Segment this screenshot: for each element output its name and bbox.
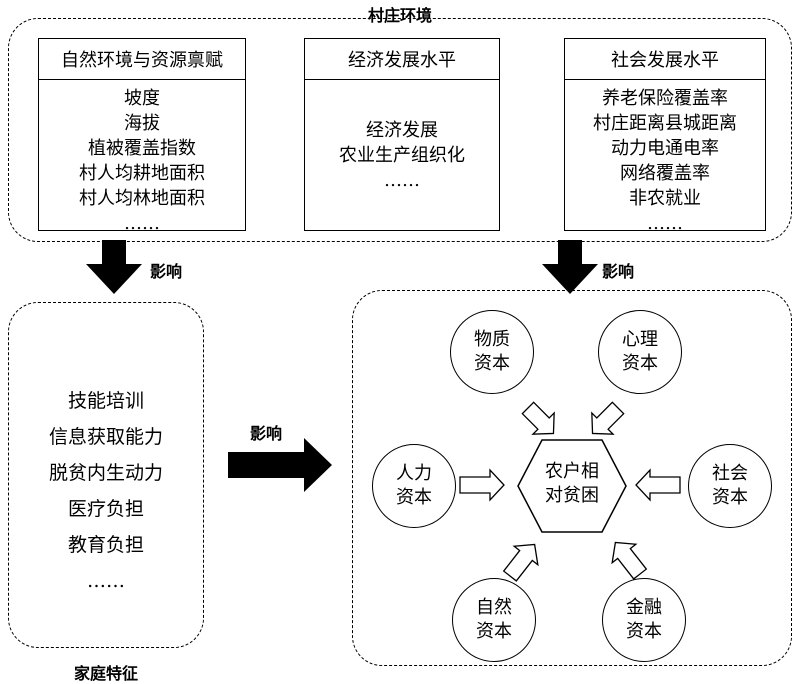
node-label-line: 资本	[476, 621, 512, 642]
natural-item: 村人均耕地面积	[79, 163, 205, 184]
social-item: 网络覆盖率	[620, 163, 710, 184]
hollow-arrows	[459, 401, 681, 582]
social-item: 养老保险覆盖率	[602, 88, 728, 109]
node-label-line: 资本	[712, 487, 748, 508]
economic-development-box: 经济发展水平 经济发展 农业生产组织化 ……	[304, 38, 500, 231]
node-label-line: 资本	[396, 487, 432, 508]
social-development-box: 社会发展水平 养老保险覆盖率 村庄距离县城距离 动力电通电率 网络覆盖率 非农就…	[564, 38, 766, 234]
hollow-arrow-social-icon	[635, 468, 681, 502]
economic-development-title: 经济发展水平	[305, 39, 499, 80]
hollow-arrow-financial-icon	[611, 541, 648, 580]
economic-item: ……	[384, 170, 420, 191]
social-item: ……	[647, 213, 683, 234]
center-label: 农户相 对贫困	[516, 460, 628, 508]
economic-item: 农业生产组织化	[339, 145, 465, 166]
node-label-line: 资本	[622, 353, 658, 374]
natural-environment-title: 自然环境与资源禀赋	[39, 39, 245, 80]
social-development-title: 社会发展水平	[565, 39, 765, 80]
natural-item: 植被覆盖指数	[88, 138, 196, 159]
down-arrow-right-icon	[542, 240, 598, 294]
material-capital-node: 物质资本	[450, 310, 534, 394]
village-environment-container	[8, 18, 792, 242]
natural-capital-node: 自然资本	[452, 578, 536, 662]
family-item: 技能培训	[67, 390, 144, 412]
hollow-arrow-psychological-icon	[591, 401, 625, 435]
social-item: 动力电通电率	[611, 138, 719, 159]
social-item: 村庄距离县城距离	[593, 113, 737, 134]
family-characteristics-title: 家庭特征	[73, 664, 138, 683]
family-item: 医疗负担	[67, 498, 144, 520]
financial-capital-node: 金融资本	[602, 578, 686, 662]
node-label-line: 社会	[712, 463, 748, 484]
family-item: 教育负担	[67, 534, 144, 556]
node-label-line: 人力	[396, 463, 432, 484]
hollow-arrow-material-icon	[521, 401, 555, 435]
natural-item: 村人均林地面积	[79, 188, 205, 209]
hollow-arrow-human-icon	[459, 468, 505, 502]
social-capital-node: 社会资本	[688, 444, 772, 528]
family-characteristics-container: 技能培训 信息获取能力 脱贫内生动力 医疗负担 教育负担 ……	[8, 302, 204, 648]
influence-label-mid: 影响	[250, 424, 283, 443]
hollow-arrow-natural-icon	[502, 543, 539, 582]
family-item: ……	[87, 570, 125, 592]
economic-item: 经济发展	[366, 120, 438, 141]
node-label-line: 自然	[476, 597, 512, 618]
node-label-line: 心理	[622, 329, 658, 350]
center-label-line: 农户相	[545, 461, 599, 482]
natural-item: 坡度	[124, 88, 160, 109]
right-arrow-mid-icon	[228, 438, 332, 492]
node-label-line: 金融	[626, 597, 662, 618]
relative-poverty-container	[352, 290, 792, 666]
natural-item: 海拔	[124, 113, 160, 134]
node-label-line: 物质	[474, 329, 510, 350]
node-label-line: 资本	[626, 621, 662, 642]
influence-label-left: 影响	[150, 262, 183, 281]
center-hexagon-icon	[517, 439, 627, 533]
human-capital-node: 人力资本	[372, 444, 456, 528]
down-arrow-left-icon	[86, 240, 142, 294]
family-item: 信息获取能力	[48, 426, 163, 448]
natural-item: ……	[124, 213, 160, 234]
center-label-line: 对贫困	[545, 485, 599, 506]
influence-label-right: 影响	[602, 262, 635, 281]
psychological-capital-node: 心理资本	[598, 310, 682, 394]
social-item: 非农就业	[629, 188, 701, 209]
village-environment-title: 村庄环境	[367, 6, 432, 25]
family-item: 脱贫内生动力	[48, 462, 163, 484]
node-label-line: 资本	[474, 353, 510, 374]
natural-environment-box: 自然环境与资源禀赋 坡度 海拔 植被覆盖指数 村人均耕地面积 村人均林地面积 ……	[38, 38, 246, 234]
